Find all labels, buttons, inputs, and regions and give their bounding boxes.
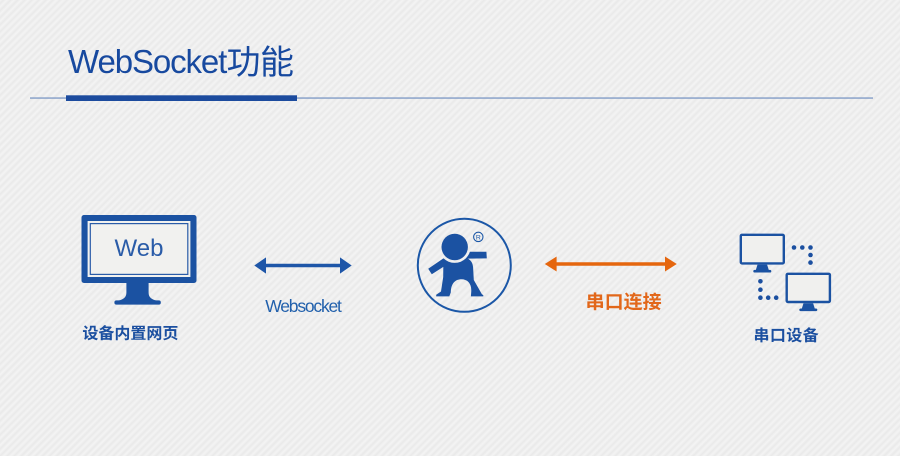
- svg-text:Websocket: Websocket: [265, 296, 342, 316]
- svg-text:WebSocket: WebSocket: [68, 43, 227, 80]
- svg-text:Web: Web: [115, 235, 164, 262]
- svg-text:R: R: [476, 234, 481, 241]
